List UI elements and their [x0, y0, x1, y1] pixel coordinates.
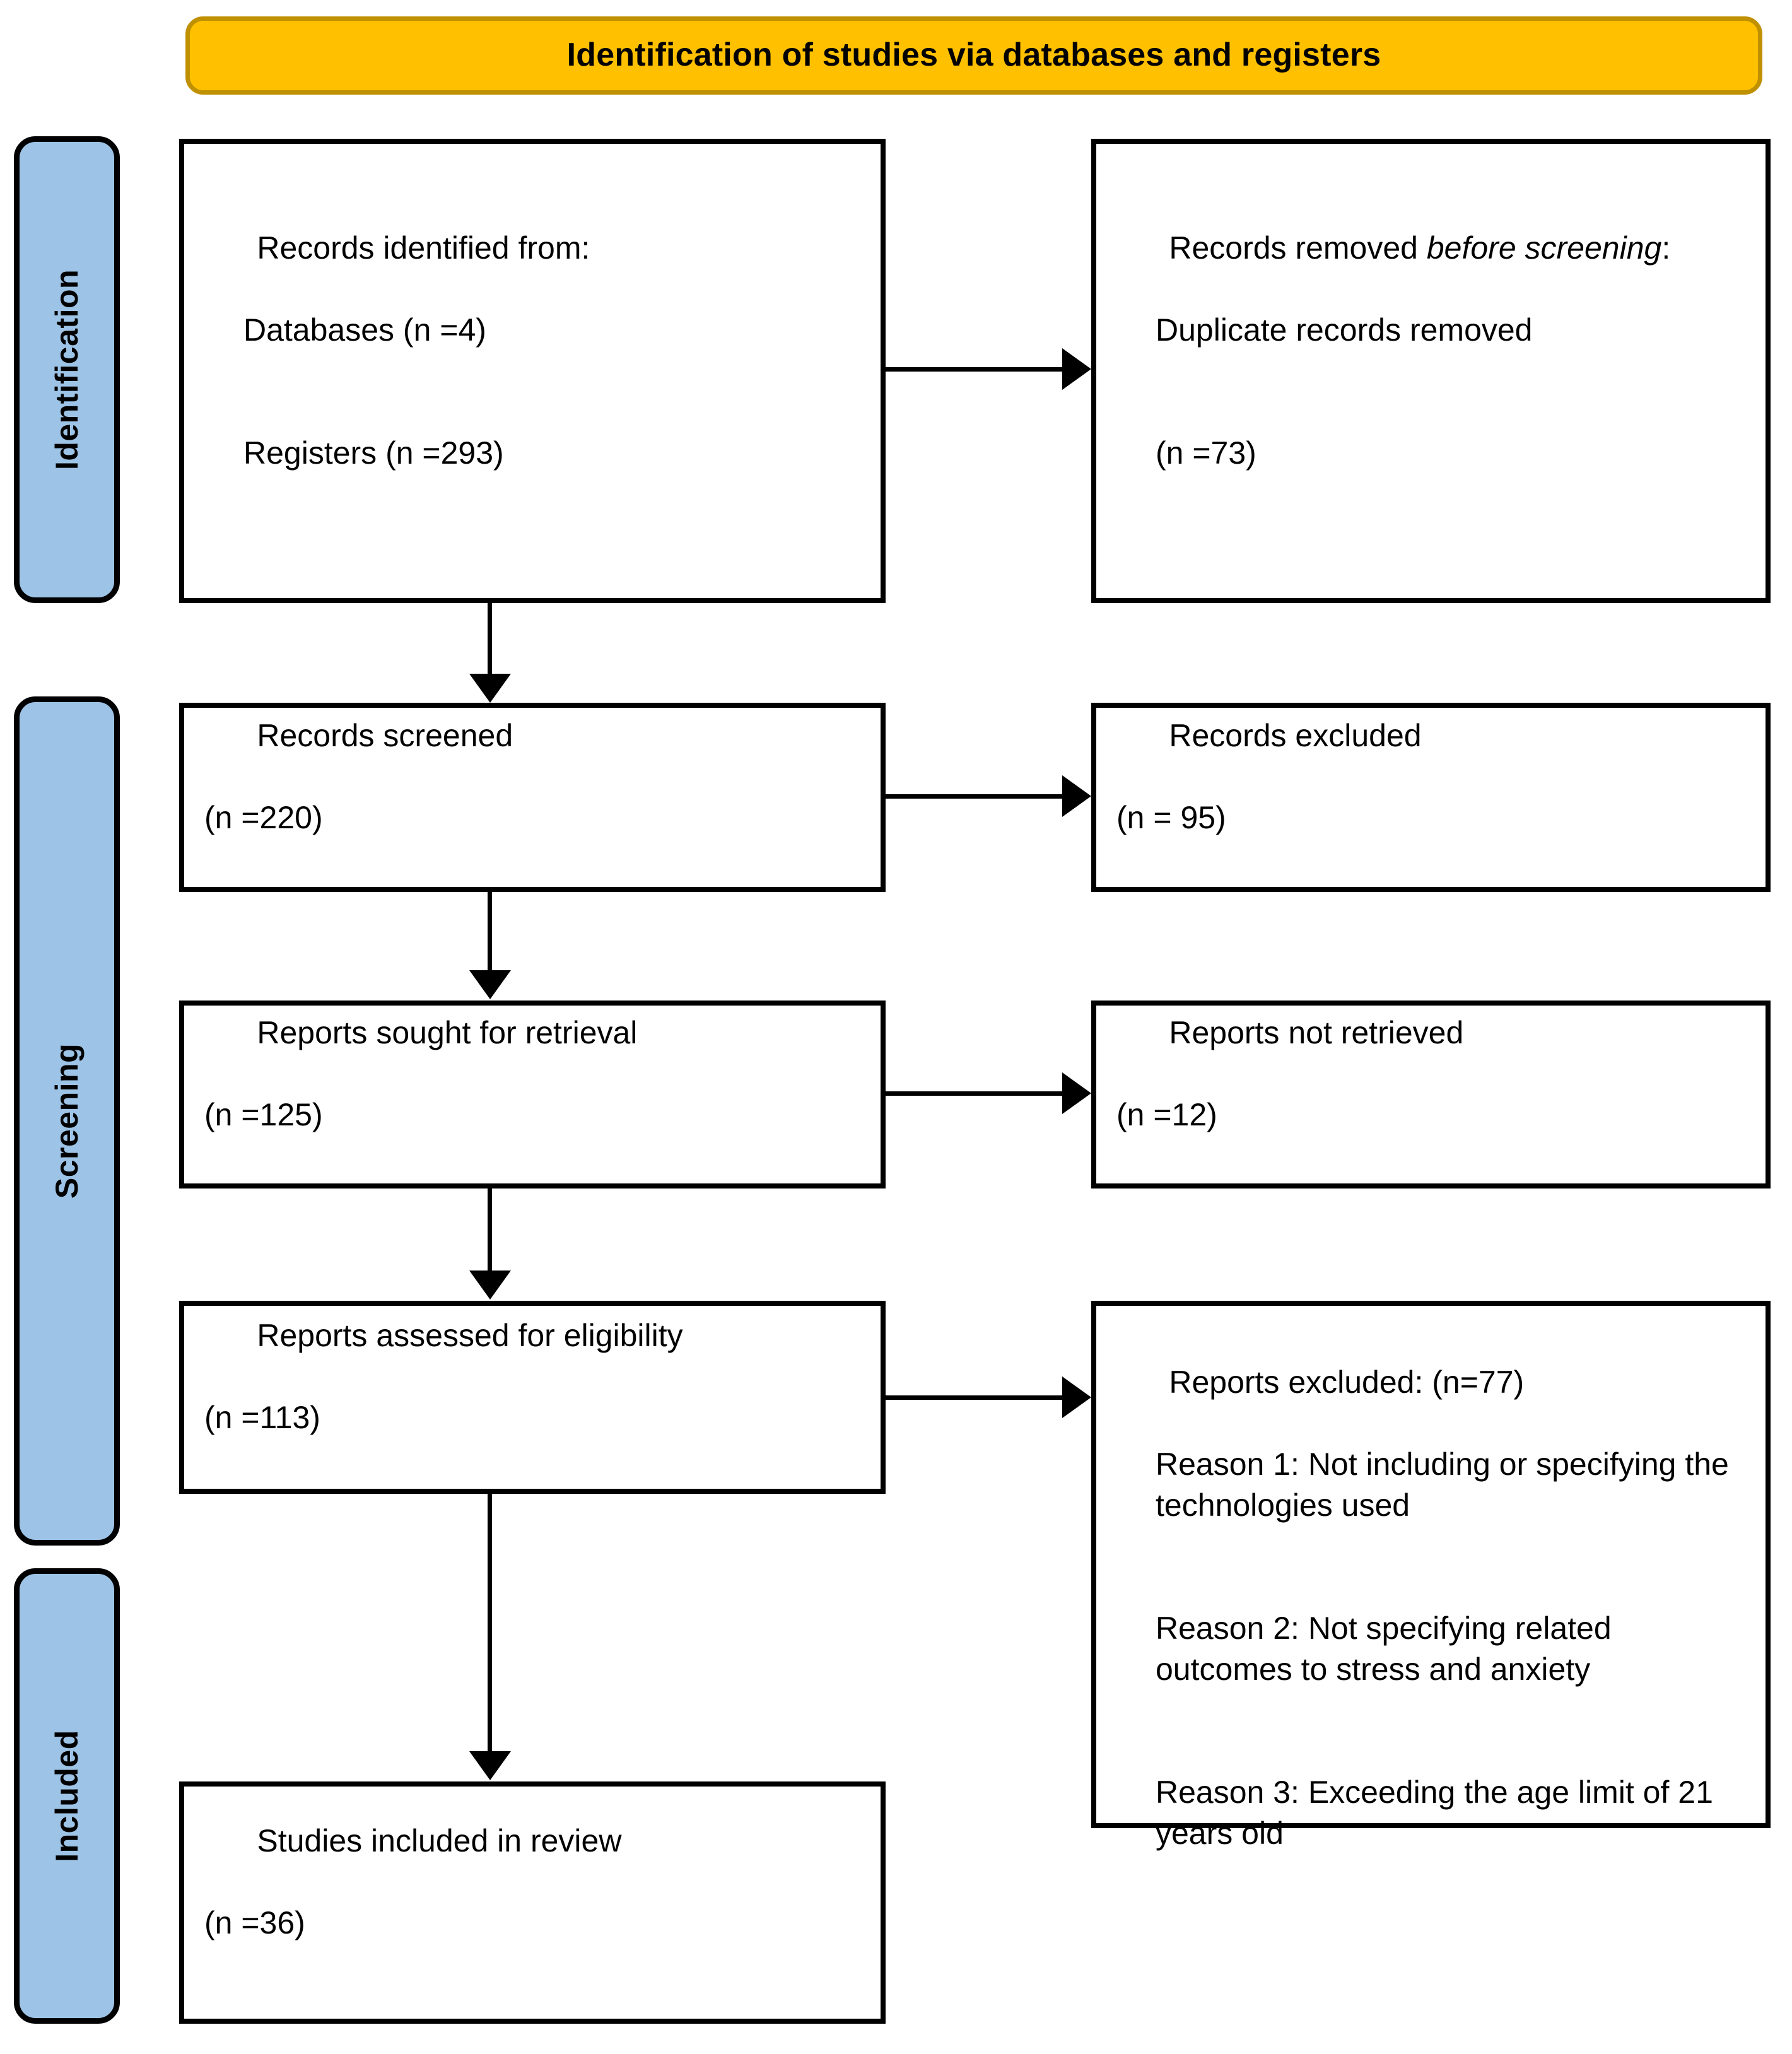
box-reports-not-retrieved: Reports not retrieved (n =12) [1091, 1001, 1771, 1188]
box-records-identified: Records identified from: Databases (n =4… [179, 139, 886, 603]
arrowhead-right-icon [1062, 775, 1091, 817]
box-reports-assessed: Reports assessed for eligibility (n =113… [179, 1301, 886, 1494]
records-removed-prefix: Records removed [1169, 230, 1427, 266]
reports-assessed-label: Reports assessed for eligibility [257, 1318, 683, 1353]
connector-identified-to-screened [488, 603, 492, 675]
arrowhead-down-icon [469, 674, 511, 703]
reports-sought-count: (n =125) [204, 1097, 323, 1132]
connector-sought-to-assessed [488, 1188, 492, 1272]
box-records-screened-text: Records screened (n =220) [184, 674, 881, 920]
connector-assessed-to-included [488, 1494, 492, 1752]
connector-screened-to-sought [488, 892, 492, 971]
box-reports-sought: Reports sought for retrieval (n =125) [179, 1001, 886, 1188]
reports-not-retrieved-label: Reports not retrieved [1169, 1015, 1464, 1050]
connector-assessed-to-reasons [886, 1395, 1067, 1400]
records-removed-colon: : [1661, 230, 1671, 266]
page-title: Identification of studies via databases … [566, 37, 1381, 74]
arrowhead-down-icon [469, 970, 511, 999]
reports-sought-label: Reports sought for retrieval [257, 1015, 638, 1050]
stage-tab-identification: Identification [14, 136, 120, 603]
stage-label-included: Included [49, 1730, 85, 1862]
connector-screened-to-excluded [886, 794, 1067, 799]
box-studies-included-text: Studies included in review (n =36) [184, 1780, 881, 2026]
box-records-excluded: Records excluded (n = 95) [1091, 703, 1771, 892]
reports-not-retrieved-count: (n =12) [1116, 1097, 1217, 1132]
box-records-removed-text: Records removed before screening: Duplic… [1096, 187, 1766, 556]
arrowhead-right-icon [1062, 348, 1091, 390]
header-banner: Identification of studies via databases … [185, 16, 1762, 95]
reports-assessed-count: (n =113) [204, 1400, 320, 1435]
stage-label-identification: Identification [49, 269, 85, 471]
exclusion-reason-2: Reason 2: Not specifying related outcome… [1156, 1611, 1620, 1687]
box-studies-included: Studies included in review (n =36) [179, 1781, 886, 2024]
records-removed-count: (n =73) [1156, 435, 1256, 471]
records-identified-line1: Records identified from: [257, 230, 590, 266]
box-records-screened: Records screened (n =220) [179, 703, 886, 892]
studies-included-count: (n =36) [204, 1905, 305, 1940]
box-records-removed: Records removed before screening: Duplic… [1091, 139, 1771, 603]
records-excluded-count: (n = 95) [1116, 800, 1226, 835]
arrowhead-down-icon [469, 1751, 511, 1780]
records-removed-emphasis: before screening [1426, 230, 1662, 266]
records-screened-label: Records screened [257, 718, 513, 753]
box-records-excluded-text: Records excluded (n = 95) [1096, 674, 1766, 920]
arrowhead-down-icon [469, 1271, 511, 1300]
arrowhead-right-icon [1062, 1072, 1091, 1114]
stage-label-screening: Screening [49, 1043, 85, 1199]
records-removed-duplicates: Duplicate records removed [1156, 312, 1533, 348]
box-reports-excluded-reasons-text: Reports excluded: (n=77) Reason 1: Not i… [1096, 1306, 1766, 1936]
box-reports-not-retrieved-text: Reports not retrieved (n =12) [1096, 971, 1766, 1218]
box-reports-assessed-text: Reports assessed for eligibility (n =113… [184, 1274, 881, 1520]
studies-included-label: Studies included in review [257, 1823, 622, 1858]
arrowhead-right-icon [1062, 1376, 1091, 1418]
stage-tab-included: Included [14, 1568, 120, 2024]
records-excluded-label: Records excluded [1169, 718, 1422, 753]
exclusion-reason-1: Reason 1: Not including or specifying th… [1156, 1447, 1738, 1523]
stage-tab-screening: Screening [14, 696, 120, 1546]
connector-sought-to-not-retrieved [886, 1091, 1067, 1096]
exclusion-reason-3: Reason 3: Exceeding the age limit of 21 … [1156, 1775, 1722, 1851]
box-reports-excluded-reasons: Reports excluded: (n=77) Reason 1: Not i… [1091, 1301, 1771, 1851]
records-screened-count: (n =220) [204, 800, 323, 835]
connector-identified-to-removed [886, 367, 1067, 372]
records-identified-registers: Registers (n =293) [243, 435, 504, 471]
reports-excluded-heading: Reports excluded: (n=77) [1169, 1364, 1525, 1400]
records-identified-databases: Databases (n =4) [243, 312, 486, 348]
box-reports-sought-text: Reports sought for retrieval (n =125) [184, 971, 881, 1218]
box-records-identified-text: Records identified from: Databases (n =4… [184, 187, 881, 556]
